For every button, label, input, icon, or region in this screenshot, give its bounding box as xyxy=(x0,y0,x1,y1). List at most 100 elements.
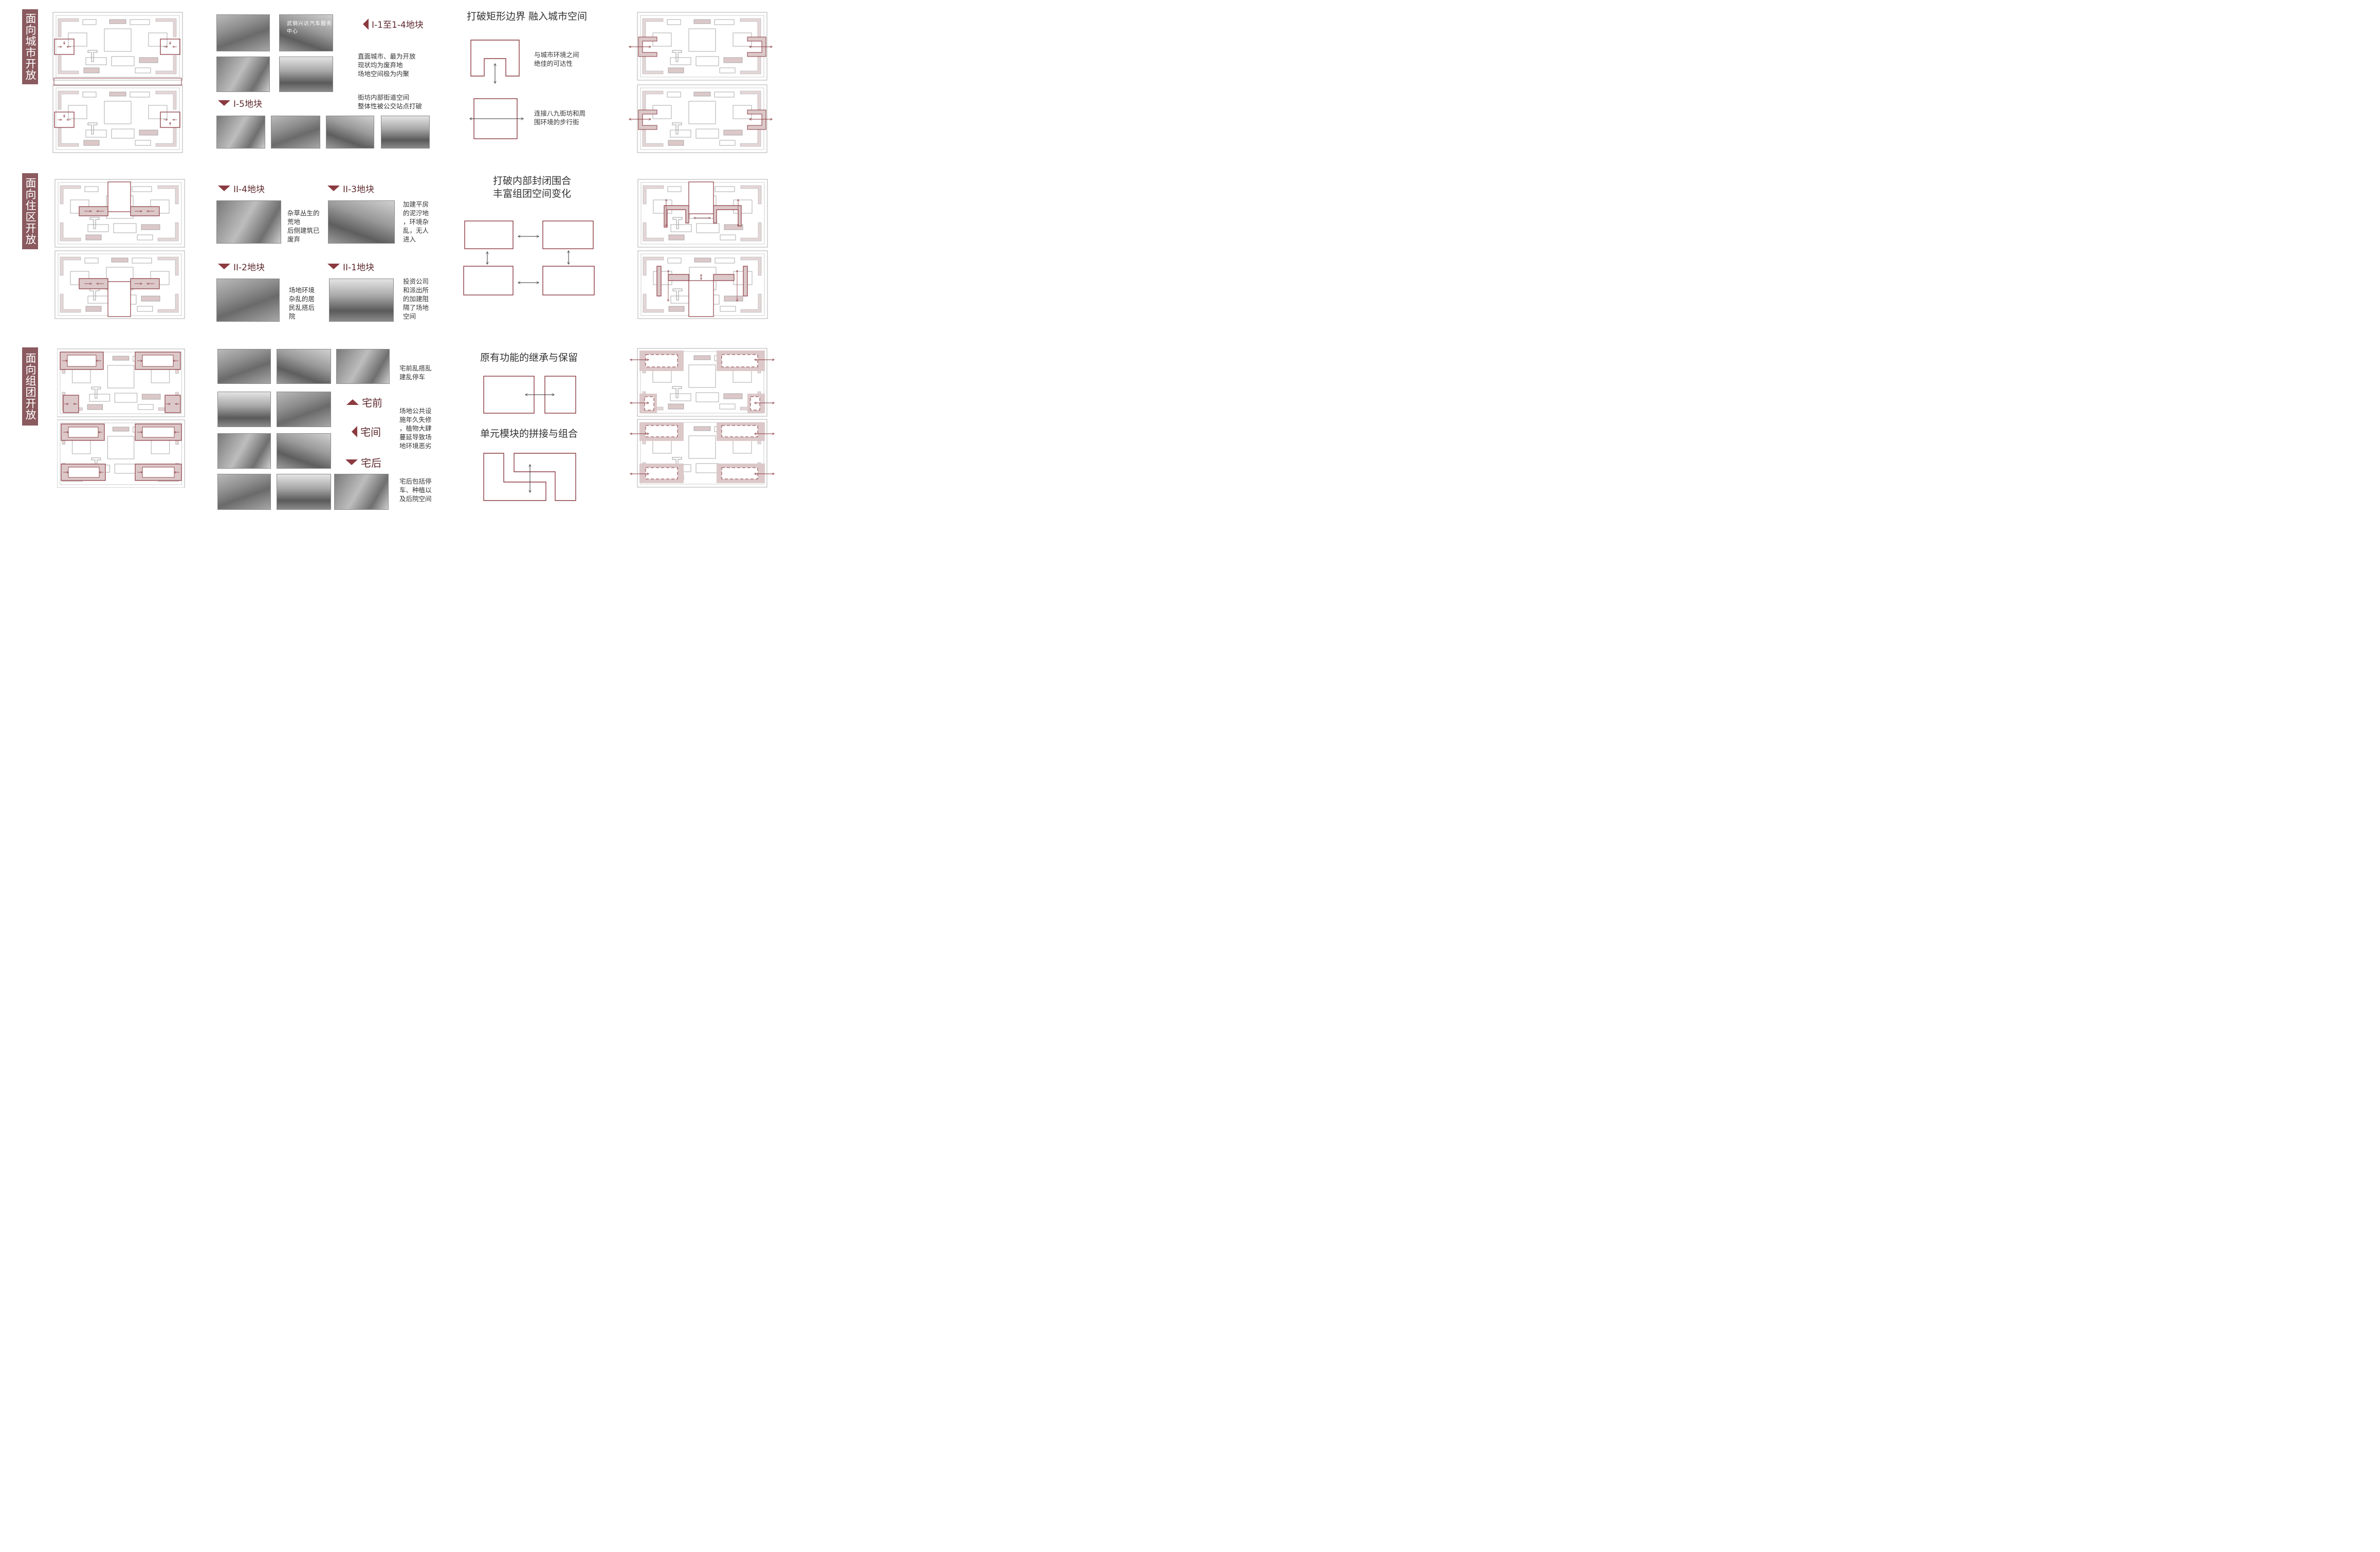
note-line: 与城市环境之间 xyxy=(534,51,579,59)
desc-line: 建乱停车 xyxy=(399,373,426,381)
label-text: 宅间 xyxy=(360,426,381,438)
desc-line: 进入 xyxy=(403,235,416,243)
heading-line: 丰富组团空间变化 xyxy=(492,188,571,199)
photo-cluster-5 xyxy=(277,392,331,427)
label-front: 宅前 xyxy=(346,395,382,410)
heading-line: 打破内部封闭围合 xyxy=(492,175,571,187)
triangle-up-icon xyxy=(346,399,359,405)
desc-line: 的加建阻 xyxy=(403,295,429,303)
photo-street-2 xyxy=(271,116,320,149)
triangle-down-icon xyxy=(218,264,230,269)
photo-cluster-6 xyxy=(217,433,271,469)
label-back: 宅后 xyxy=(345,455,381,470)
triangle-left-icon xyxy=(352,426,357,437)
note-accessibility: 与城市环境之间 绝佳的可达性 xyxy=(534,50,596,68)
triangle-down-icon xyxy=(327,186,340,191)
note-line: 连接八九街坊和周 xyxy=(534,109,586,117)
diagram-inherit xyxy=(482,374,578,415)
label-text: II-1地块 xyxy=(343,263,374,273)
desc-ii2: 场地环境 杂乱的居 民乱搭后 院 xyxy=(289,286,325,321)
desc-line: 街坊内部街道空间 xyxy=(358,94,410,101)
desc-line: 施年久失修 xyxy=(399,416,432,423)
triangle-down-icon xyxy=(327,264,340,269)
heading-combine: 单元模块的拼接与组合 xyxy=(480,428,578,439)
note-pedestrian: 连接八九街坊和周 围环境的步行街 xyxy=(534,109,601,126)
photo-site-4 xyxy=(279,57,333,92)
triangle-down-icon xyxy=(345,459,358,465)
photo-cluster-3 xyxy=(336,349,390,384)
label-middle: 宅间 xyxy=(352,424,381,439)
label-text: 宅前 xyxy=(362,397,382,409)
plan-residential-proposed xyxy=(637,179,768,321)
label-ii3: II-3地块 xyxy=(327,182,374,195)
photo-cluster-4 xyxy=(217,392,271,427)
desc-ii1: 投资公司 和派出所 的加建阻 隔了场地 空间 xyxy=(403,277,439,321)
plan-cluster-proposed xyxy=(628,347,777,488)
diagram-four-boxes xyxy=(462,218,598,298)
note-line: 围环境的步行街 xyxy=(534,118,579,126)
desc-line: 宅前乱搭乱 xyxy=(399,364,432,372)
photo-cluster-7 xyxy=(277,433,331,469)
label-text: I-5地块 xyxy=(233,99,262,109)
desc-i5: 街坊内部街道空间 整体性被公交站点打破 xyxy=(358,93,445,110)
desc-line: 场地空间极为内聚 xyxy=(358,70,410,78)
heading-break-enclosure: 打破内部封闭围合 丰富组团空间变化 xyxy=(463,175,601,200)
label-text: I-1至1-4地块 xyxy=(372,20,424,30)
photo-ii3 xyxy=(328,200,395,244)
desc-line: ，环境杂 xyxy=(403,218,429,226)
label-i5: I-5地块 xyxy=(218,97,262,109)
desc-middle: 场地公共设 施年久失修 ，植物大肆 蔓延导致场 地环境恶劣 xyxy=(399,407,441,450)
desc-line: 加建平房 xyxy=(403,200,429,208)
desc-line: 现状均为废弃地 xyxy=(358,61,403,69)
plan-residential-existing xyxy=(54,179,185,321)
desc-back: 宅后包括停 车、种植以 及后院空间 xyxy=(399,477,441,503)
desc-line: 乱，无人 xyxy=(403,227,429,234)
photo-site-1 xyxy=(216,14,270,51)
label-text: II-2地块 xyxy=(233,263,265,273)
desc-line: 院 xyxy=(289,312,296,320)
desc-line: 地环境恶劣 xyxy=(399,442,432,450)
triangle-left-icon xyxy=(363,18,369,30)
label-i1-i4: I-1至1-4地块 xyxy=(363,17,424,30)
photo-cluster-8 xyxy=(217,474,271,510)
photo-cluster-2 xyxy=(277,349,331,384)
photo-site-2: 武钢兴达汽车服务中心 xyxy=(279,14,333,51)
photo-caption: 武钢兴达汽车服务中心 xyxy=(287,21,332,34)
note-line: 绝佳的可达性 xyxy=(534,60,573,67)
desc-line: 场地环境 xyxy=(289,286,315,294)
desc-line: 和派出所 xyxy=(403,286,429,294)
triangle-down-icon xyxy=(218,186,230,191)
desc-line: ，植物大肆 xyxy=(399,424,432,432)
desc-line: 车、种植以 xyxy=(399,486,432,494)
sidebar-residential: 面向住区开放 xyxy=(22,173,38,249)
photo-street-4 xyxy=(381,116,430,149)
photo-ii4 xyxy=(216,200,281,244)
photo-site-3 xyxy=(216,57,270,92)
desc-line: 隔了场地 xyxy=(403,304,429,311)
label-ii2: II-2地块 xyxy=(218,260,265,273)
photo-street-3 xyxy=(326,116,374,149)
photo-ii2 xyxy=(216,279,280,322)
label-text: II-3地块 xyxy=(343,184,374,195)
photo-cluster-1 xyxy=(217,349,271,384)
desc-i1-i4: 直面城市、最为开放 现状均为废弃地 场地空间极为内聚 xyxy=(358,52,435,78)
plan-city-existing xyxy=(52,11,183,154)
diagram-city-access xyxy=(463,36,540,144)
desc-line: 整体性被公交站点打破 xyxy=(358,102,423,110)
desc-line: 场地公共设 xyxy=(399,407,432,415)
label-ii1: II-1地块 xyxy=(327,260,374,273)
desc-line: 民乱搭后 xyxy=(289,304,315,311)
photo-cluster-10 xyxy=(334,474,389,510)
desc-front: 宅前乱搭乱 建乱停车 xyxy=(399,364,441,381)
desc-line: 蔓延导致场 xyxy=(399,433,432,441)
desc-line: 及后院空间 xyxy=(399,495,432,503)
desc-line: 直面城市、最为开放 xyxy=(358,52,416,60)
heading-break-boundary: 打破矩形边界 融入城市空间 xyxy=(466,11,588,22)
photo-street-1 xyxy=(216,116,265,149)
plan-cluster-existing xyxy=(57,348,186,488)
photo-ii1 xyxy=(329,279,394,322)
label-text: II-4地块 xyxy=(233,184,265,195)
desc-line: 投资公司 xyxy=(403,278,429,285)
sidebar-cluster: 面向组团开放 xyxy=(22,347,38,426)
sidebar-city: 面向城市开放 xyxy=(22,9,38,84)
